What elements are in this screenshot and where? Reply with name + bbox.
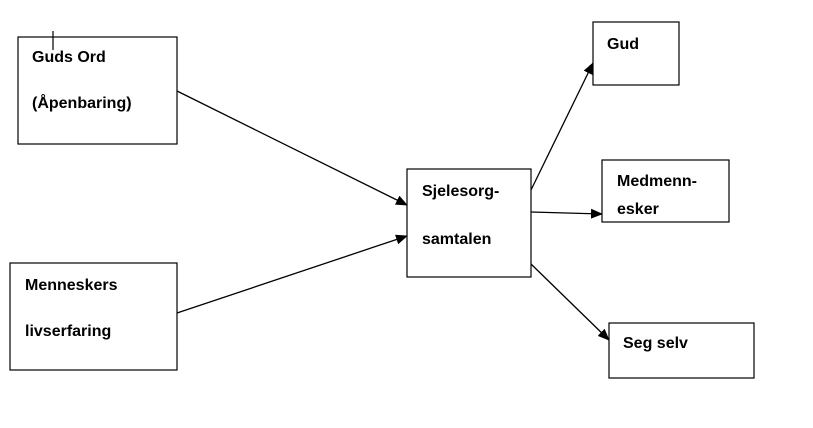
edge-sjelesorg-to-medmennesker — [530, 208, 603, 219]
node-label-line1: Gud — [607, 36, 639, 53]
edge-sjelesorg-to-seg-selv — [530, 263, 610, 341]
node-label-line1: Sjelesorg- — [422, 183, 499, 200]
edges — [176, 62, 610, 341]
edge-sjelesorg-to-gud — [530, 62, 594, 191]
node-box — [406, 168, 532, 278]
node-label-line1: Menneskers — [25, 277, 118, 294]
node-label-line2: esker — [617, 201, 659, 218]
node-label-line2: livserfaring — [25, 323, 111, 340]
node-sjelesorgsamtalen[interactable]: Sjelesorg- samtalen — [406, 168, 532, 278]
node-label-line1: Seg selv — [623, 335, 688, 352]
node-box — [608, 322, 755, 379]
node-label-line1: Guds Ord — [32, 49, 106, 66]
node-label-line2: samtalen — [422, 231, 491, 248]
node-menneskers-livserfaring[interactable]: Menneskers livserfaring — [9, 262, 178, 371]
node-seg-selv[interactable]: Seg selv — [608, 322, 755, 379]
edge-guds-ord-to-sjelesorg — [176, 90, 408, 206]
node-box — [592, 21, 680, 86]
edge-menneskers-to-sjelesorg — [176, 234, 408, 314]
node-label-line2: (Åpenbaring) — [32, 93, 132, 112]
node-medmennesker[interactable]: Medmenn- esker — [601, 159, 730, 223]
node-box — [9, 262, 178, 371]
node-box — [601, 159, 730, 223]
node-label-line1: Medmenn- — [617, 173, 697, 190]
node-box — [17, 36, 178, 145]
node-gud[interactable]: Gud — [592, 21, 680, 86]
node-guds-ord[interactable]: Guds Ord (Åpenbaring) — [17, 36, 178, 145]
